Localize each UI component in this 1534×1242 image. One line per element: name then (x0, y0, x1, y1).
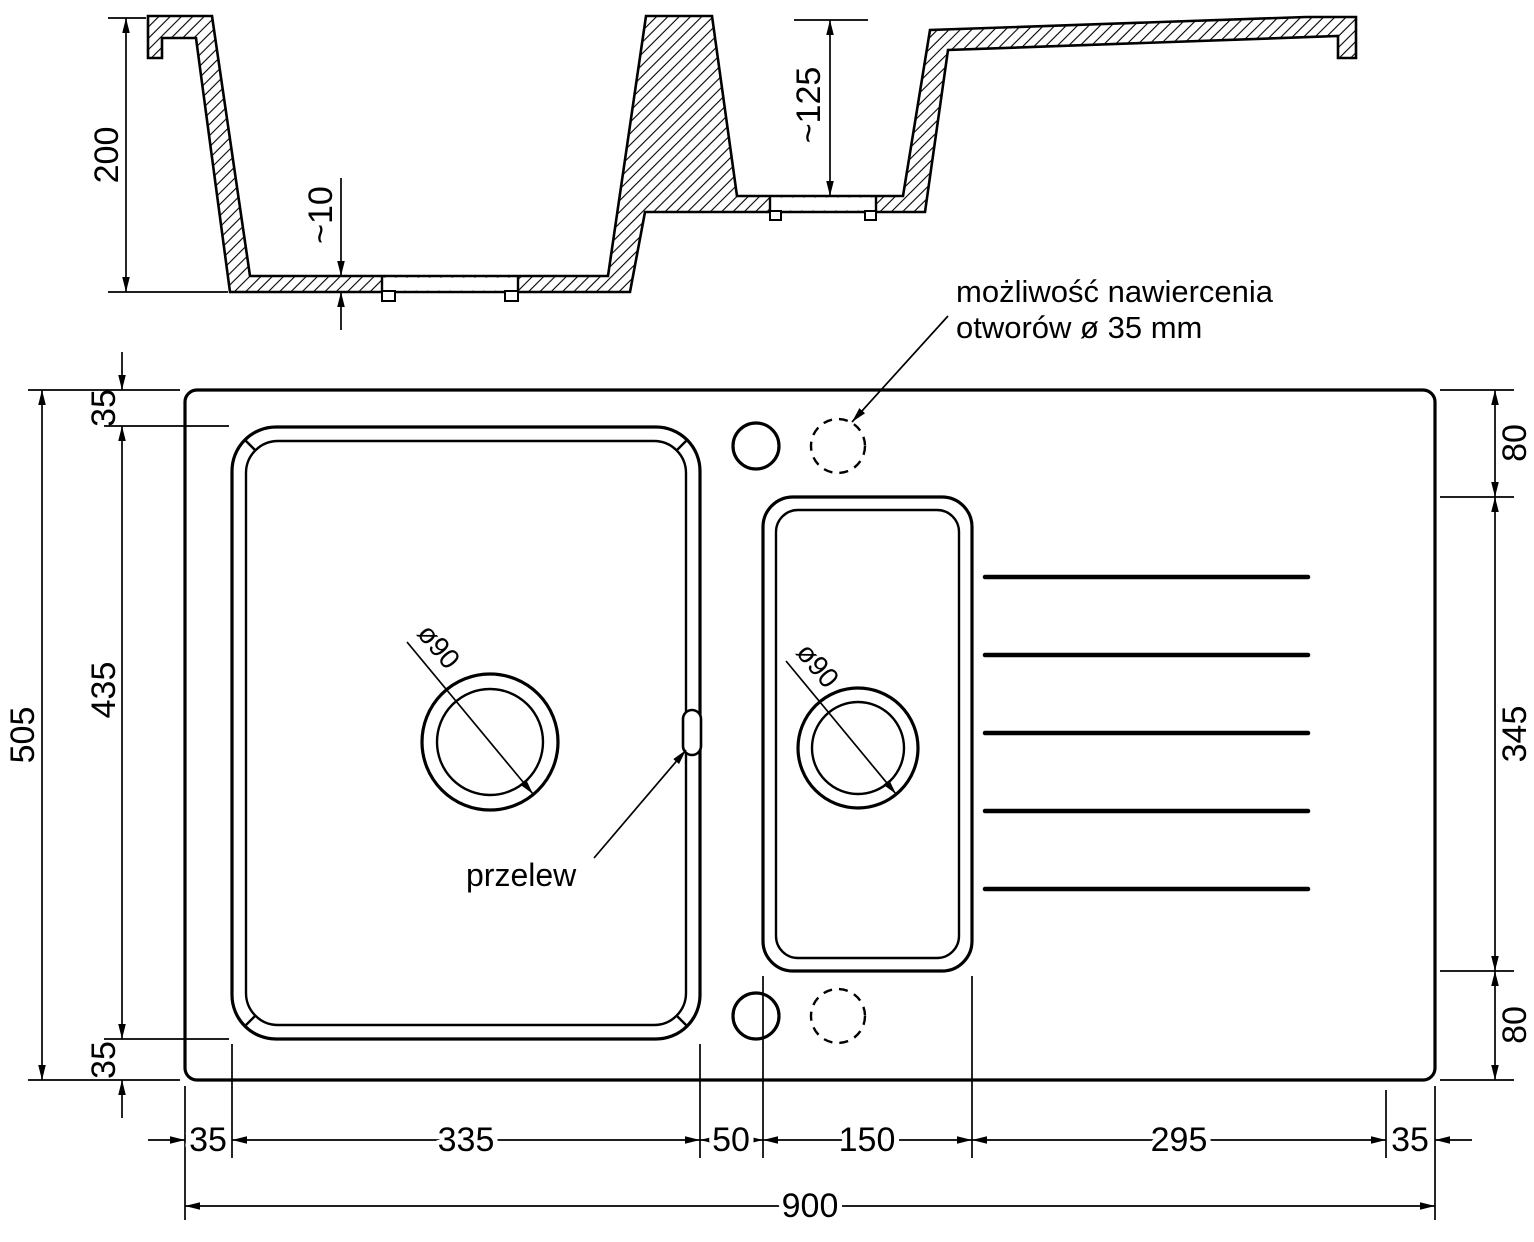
small-drain-diameter-arrow (785, 660, 897, 795)
dim-depth-small-label: ~125 (790, 67, 828, 144)
drill-note-leader-arrow (851, 315, 949, 423)
dimensions-bottom: 35 335 50 150 295 35 900 (148, 976, 1472, 1230)
dim-small-basin-height-label: 345 (1496, 706, 1534, 763)
dimension-depth-small: ~125 (790, 19, 868, 196)
dim-depth-main-label: 200 (88, 127, 126, 184)
main-drain-outer-circle (420, 672, 560, 812)
dim-main-basin-height-label: 435 (85, 662, 123, 719)
dim-small-basin-width-label: 150 (839, 1121, 896, 1159)
cross-section-view: 200 ~10 ~125 (88, 14, 1358, 330)
overflow-label: przelew (466, 857, 577, 893)
dim-bottom-thickness-label: ~10 (302, 186, 340, 244)
small-drain-diameter-label: ø90 (790, 637, 845, 694)
drill-note: możliwość nawiercenia otworów ø 35 mm (851, 274, 1274, 423)
dimensions-left: 505 35 435 35 (4, 352, 229, 1118)
small-basin-inner (774, 508, 961, 960)
dim-gap-label: 50 (712, 1121, 750, 1159)
dim-left-margin-label: 35 (189, 1121, 227, 1159)
drill-note-line2: otworów ø 35 mm (956, 310, 1202, 345)
dim-right-top-label: 80 (1496, 424, 1534, 462)
faucet-hole-bottom (731, 991, 781, 1041)
overflow-leader-arrow (593, 749, 687, 859)
dim-right-bottom-label: 80 (1496, 1006, 1534, 1044)
dim-margin-top-label: 35 (85, 389, 123, 427)
dim-total-width-label: 900 (782, 1187, 839, 1225)
sink-outline (183, 388, 1437, 1082)
small-bowl-drain-recess (768, 196, 878, 221)
main-bowl-drain-recess (380, 276, 520, 302)
dim-margin-bottom-label: 35 (85, 1041, 123, 1079)
small-basin: ø90 (761, 495, 974, 973)
faucet-holes (731, 417, 867, 1045)
drill-note-line1: możliwość nawiercenia (956, 274, 1274, 309)
small-drain-inner-circle (810, 700, 906, 796)
cross-section-profile (146, 14, 1358, 294)
dimensions-right: 80 345 80 (1440, 389, 1534, 1081)
overflow-slot (681, 708, 703, 757)
small-basin-outer (761, 495, 974, 973)
plan-view: ø90 ø90 prze (4, 352, 1534, 1230)
dim-main-basin-width-label: 335 (438, 1121, 495, 1159)
main-drain-diameter-arrow (406, 641, 534, 795)
dim-right-margin-label: 35 (1391, 1121, 1429, 1159)
dim-total-height-label: 505 (4, 707, 42, 764)
dimension-depth-main: 200 (88, 17, 228, 293)
main-drain-diameter-label: ø90 (411, 618, 466, 675)
faucet-hole-top (731, 421, 781, 471)
main-basin-inner (244, 439, 688, 1027)
faucet-hole-top-optional (809, 417, 867, 475)
dimension-bottom-thickness: ~10 (302, 178, 345, 330)
drainer-grooves (982, 574, 1311, 892)
dim-drainer-width-label: 295 (1151, 1121, 1208, 1159)
small-drain-outer-circle (796, 686, 920, 810)
main-basin: ø90 (230, 425, 702, 1041)
faucet-hole-bottom-optional (809, 987, 867, 1045)
main-drain-inner-circle (435, 687, 545, 797)
main-basin-outer (230, 425, 702, 1041)
overflow: przelew (466, 708, 703, 893)
